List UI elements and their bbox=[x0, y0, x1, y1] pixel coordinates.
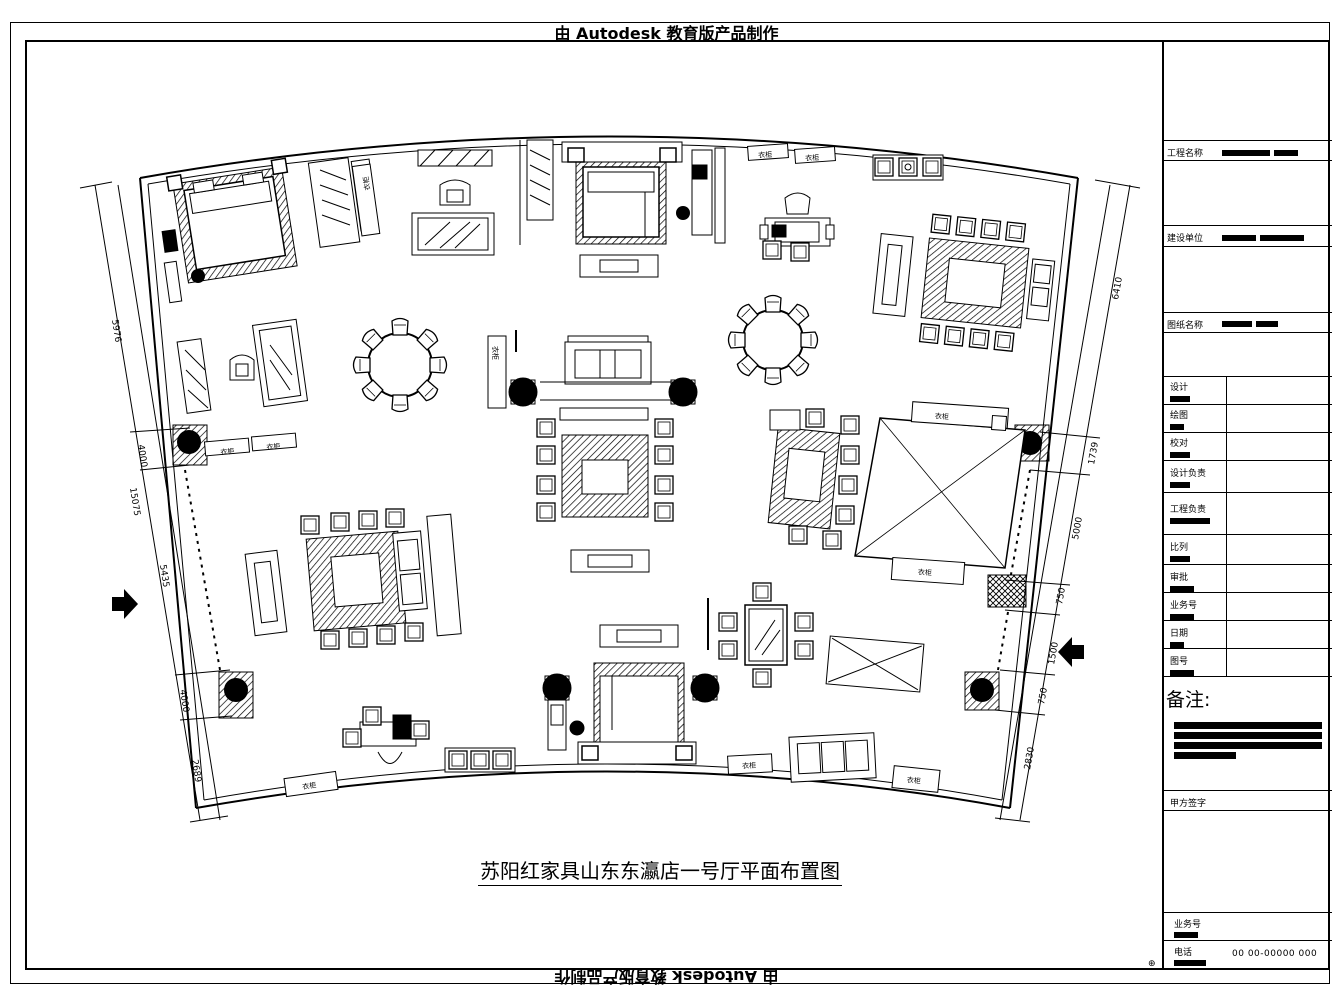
dim-left-1: 5976 bbox=[109, 319, 123, 343]
role-scale: 比列 bbox=[1170, 543, 1189, 553]
dim-right-1: 6410 bbox=[1111, 276, 1125, 301]
role-business-no: 业务号 bbox=[1170, 601, 1198, 611]
cabinet-left-middle bbox=[244, 549, 288, 637]
role-date: 日期 bbox=[1170, 629, 1189, 639]
role-project-lead: 工程负责 bbox=[1170, 505, 1207, 515]
project-name-label: 工程名称 bbox=[1167, 149, 1204, 159]
label-wardrobe-6: 衣柜 bbox=[758, 150, 773, 160]
dim-left-3: 15075 bbox=[127, 487, 141, 517]
client-value bbox=[1222, 235, 1256, 241]
shelf-left-middle bbox=[176, 338, 212, 414]
bed-bottom-center bbox=[542, 662, 720, 765]
sofa-set-right-middle bbox=[767, 408, 860, 550]
entrance-arrow-left bbox=[112, 589, 138, 619]
dining-set-bottom-left bbox=[342, 706, 430, 764]
label-wardrobe-4: 衣柜 bbox=[742, 761, 756, 771]
dim-right-4: 750 bbox=[1055, 587, 1068, 606]
sofa-set-right bbox=[918, 213, 1056, 352]
wardrobe-top-center bbox=[519, 139, 554, 245]
label-wardrobe-10: 衣柜 bbox=[491, 346, 500, 360]
watermark-bottom: 由 Autodesk 教育版产品制作 bbox=[554, 967, 779, 986]
chairs-top-right-corner bbox=[872, 154, 944, 181]
right-dimension-line bbox=[994, 179, 1141, 823]
bed-top-center bbox=[561, 141, 683, 245]
armchair-left-middle bbox=[229, 354, 255, 381]
drawing-name-label: 图纸名称 bbox=[1167, 321, 1204, 331]
dim-left-5: 4000 bbox=[177, 689, 191, 713]
left-dimension-line bbox=[79, 181, 233, 823]
owner-signature-label: 甲方签字 bbox=[1170, 799, 1207, 809]
bed-top-left bbox=[165, 157, 298, 284]
table-glass-left-middle bbox=[251, 318, 309, 408]
role-design-lead: 设计负责 bbox=[1170, 469, 1207, 479]
round-table-left bbox=[352, 317, 448, 413]
drawing-title: 苏阳红家具山东东瀛店一号厅平面布置图 bbox=[380, 855, 940, 886]
dim-left-6: 2689 bbox=[189, 759, 203, 783]
chairs-bottom bbox=[444, 747, 516, 773]
dim-left-4: 5435 bbox=[157, 564, 170, 588]
armchair-top bbox=[439, 179, 471, 206]
floor-plan: 5976 4000 15075 5435 4000 2689 6410 1739… bbox=[79, 135, 1156, 969]
label-wardrobe-5: 衣柜 bbox=[906, 775, 921, 785]
table-glass-top bbox=[411, 212, 495, 256]
phone-label: 电话 bbox=[1174, 948, 1193, 958]
dining-set-top-right bbox=[759, 192, 835, 262]
dim-right-2: 1739 bbox=[1087, 441, 1101, 466]
dining-set-center bbox=[707, 582, 814, 688]
bench-center bbox=[599, 624, 679, 648]
label-wardrobe-11: 衣柜 bbox=[361, 176, 372, 191]
shelf-top bbox=[417, 149, 493, 167]
dim-right-7: 2830 bbox=[1023, 746, 1037, 771]
dim-left-2: 4000 bbox=[135, 444, 149, 468]
cabinet-right bbox=[872, 232, 914, 318]
client-label: 建设单位 bbox=[1167, 234, 1204, 244]
label-wardrobe-1: 衣柜 bbox=[220, 446, 235, 456]
remarks-label: 备注: bbox=[1166, 689, 1211, 711]
north-mark: ⊕ bbox=[1148, 959, 1156, 969]
wall-windows bbox=[184, 469, 1031, 671]
label-boxes bbox=[203, 163, 941, 798]
inner-frame bbox=[25, 40, 1330, 970]
cabinet-top-center bbox=[691, 147, 726, 244]
phone-value: 00 00-00000 000 bbox=[1232, 949, 1318, 959]
role-drawing: 绘图 bbox=[1170, 411, 1189, 421]
dim-right-5: 1500 bbox=[1047, 641, 1061, 666]
role-approve: 审批 bbox=[1170, 573, 1189, 583]
role-check: 校对 bbox=[1170, 439, 1189, 449]
drawing-name-value bbox=[1222, 321, 1252, 327]
label-wardrobe-7: 衣柜 bbox=[805, 153, 820, 163]
center-sofa-set bbox=[487, 330, 698, 573]
display-platform bbox=[854, 401, 1026, 586]
sofa-set-left-middle bbox=[300, 508, 462, 650]
dim-right-6: 750 bbox=[1037, 687, 1050, 706]
bench-top bbox=[579, 254, 659, 278]
rug-right-bottom bbox=[825, 635, 925, 693]
entrance-arrow-right bbox=[1058, 637, 1084, 667]
watermark-top: 由 Autodesk 教育版产品制作 bbox=[554, 24, 779, 43]
project-name-value bbox=[1222, 150, 1270, 156]
business-no-label: 业务号 bbox=[1174, 920, 1202, 930]
role-design: 设计 bbox=[1170, 383, 1189, 393]
dim-right-3: 5000 bbox=[1071, 516, 1085, 541]
role-drawing-no: 图号 bbox=[1170, 657, 1189, 667]
label-wardrobe-2: 衣柜 bbox=[266, 441, 281, 451]
label-wardrobe-3: 衣柜 bbox=[302, 780, 317, 791]
round-table-right bbox=[727, 294, 819, 386]
sofa-bottom-right bbox=[788, 732, 877, 783]
label-wardrobe-8: 衣柜 bbox=[935, 411, 950, 421]
label-wardrobe-9: 衣柜 bbox=[918, 567, 933, 577]
title-block: 工程名称 建设单位 图纸名称 设计 绘图 校对 设计负责 工程负责 比列 审批 … bbox=[1162, 40, 1332, 970]
